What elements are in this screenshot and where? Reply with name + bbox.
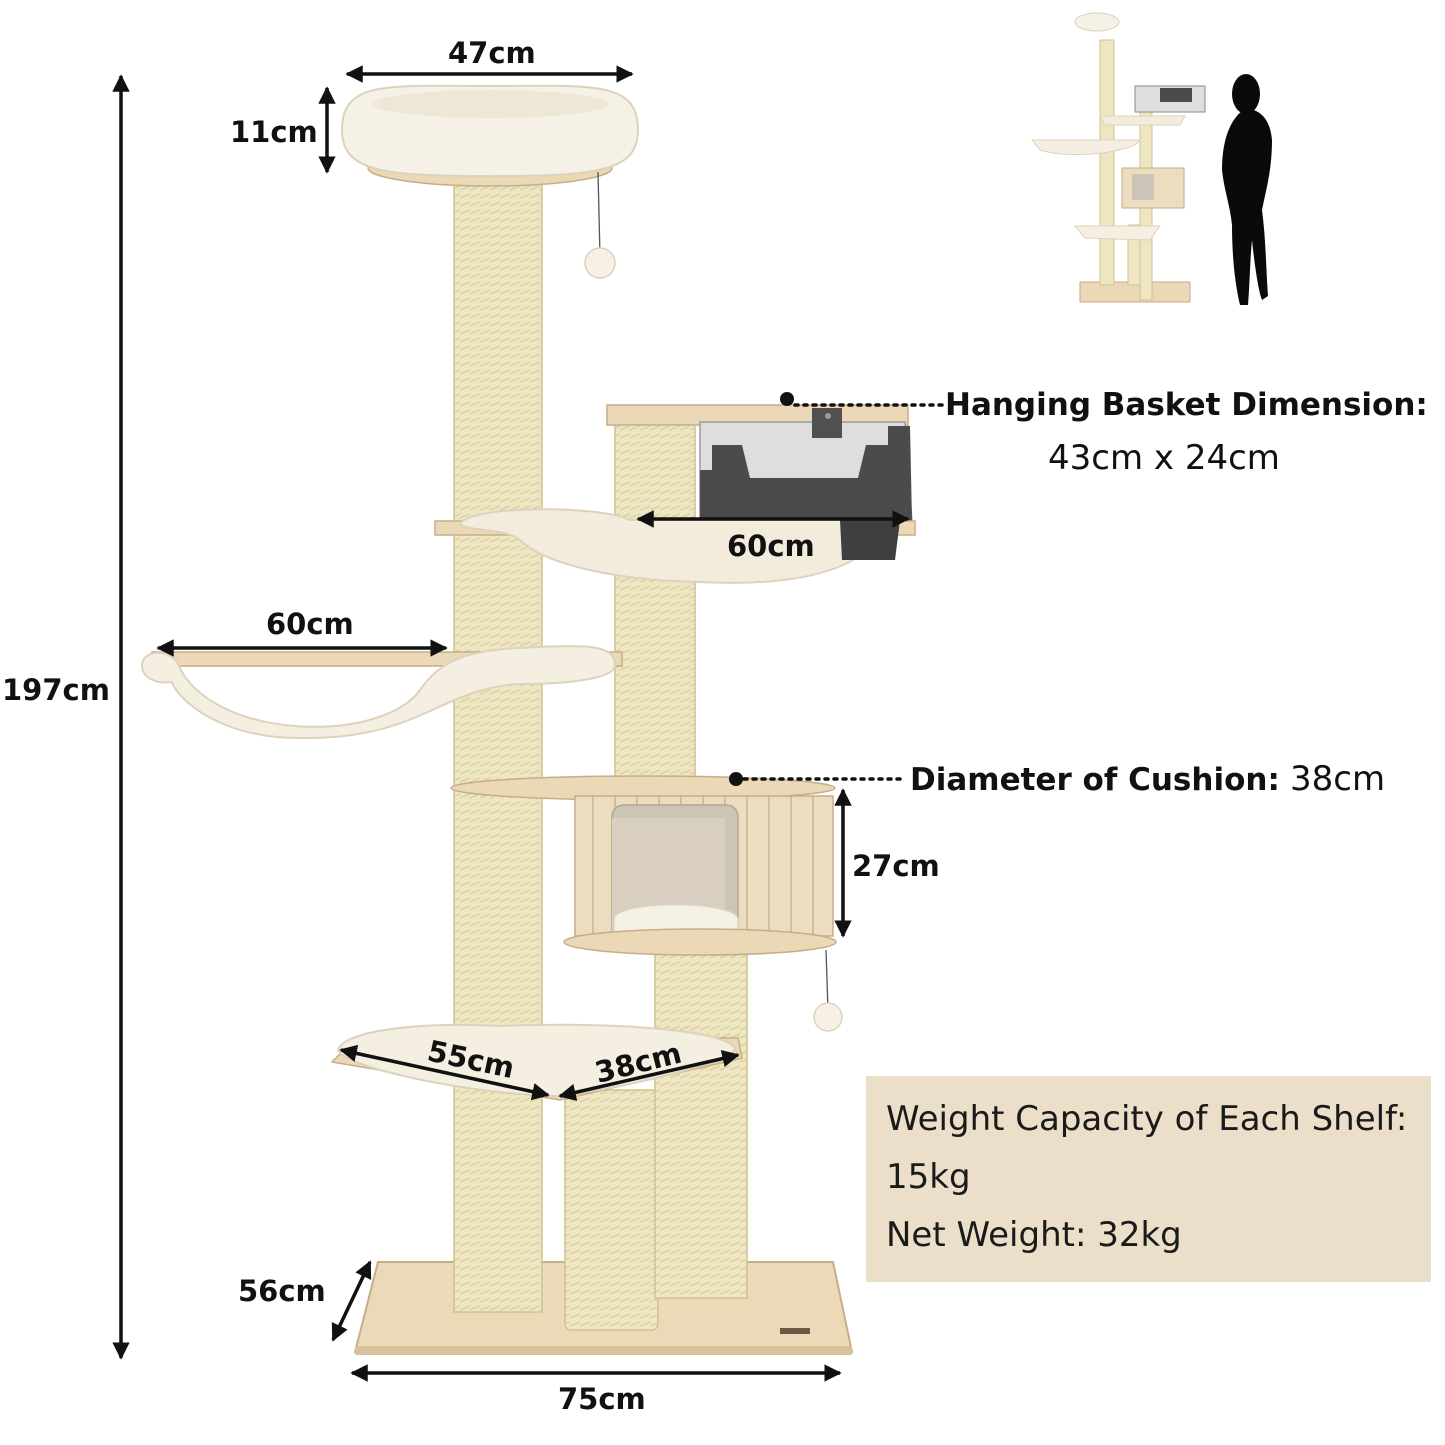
label-upper-hammock-width: 60cm [727,529,815,563]
basket-callout-title: Hanging Basket Dimension: [945,387,1428,423]
cushion-callout-title: Diameter of Cushion: [910,762,1280,798]
top-perch [340,84,640,279]
condo [450,775,843,1032]
shelf-capacity-value: 15kg [886,1157,971,1197]
weight-info-box: Weight Capacity of Each Shelf: 15kg Net … [866,1076,1431,1282]
basket-callout-value: 43cm x 24cm [1048,438,1280,478]
label-left-hammock-width: 60cm [266,607,354,641]
label-top-perch-width: 47cm [448,36,536,70]
cushion-callout-value: 38cm [1290,759,1385,799]
label-base-depth: 56cm [238,1274,326,1308]
dimension-arrows [112,65,910,1382]
label-total-height: 197cm [2,673,110,707]
label-base-width: 75cm [558,1382,646,1416]
person-silhouette-icon [1222,74,1272,305]
left-hammock [140,645,623,740]
hanging-basket [606,404,913,523]
callout-leaders [729,392,944,786]
sisal-posts [453,171,748,1331]
net-weight-text: Net Weight: 32kg [886,1215,1182,1255]
shelf-capacity-label: Weight Capacity of Each Shelf: [886,1099,1408,1139]
label-top-perch-height: 11cm [230,115,318,149]
scale-reference-thumbnail [1030,12,1206,303]
label-condo-height: 27cm [852,849,940,883]
